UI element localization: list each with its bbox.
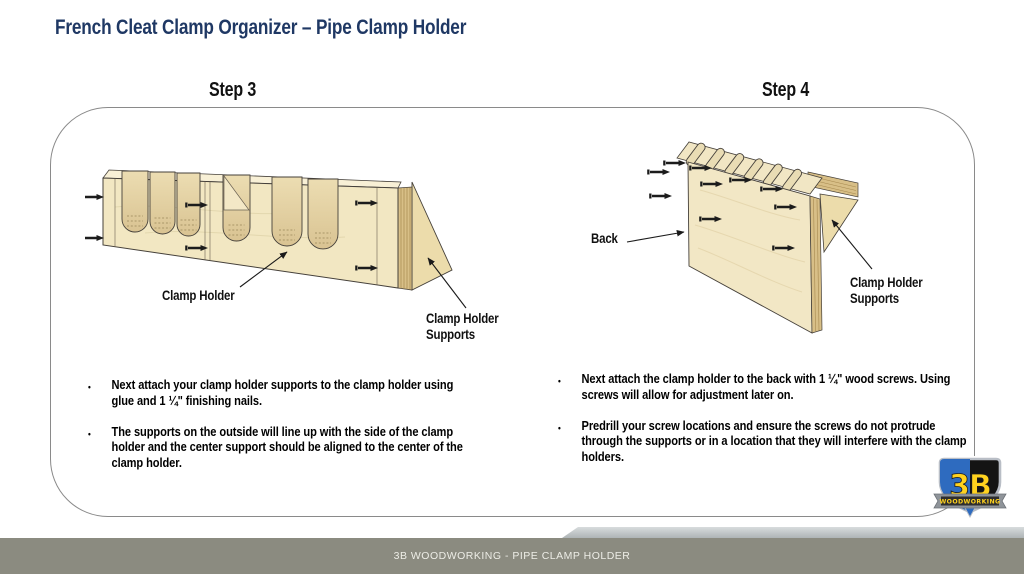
list-item: • Predrill your screw locations and ensu… (558, 418, 967, 465)
label-back: Back (591, 231, 618, 246)
bullet-icon: • (88, 428, 91, 440)
step4-bullet-list: • Next attach the clamp holder to the ba… (558, 371, 967, 480)
page-title: French Cleat Clamp Organizer – Pipe Clam… (55, 16, 467, 39)
bullet-icon: • (88, 382, 91, 393)
label-clamp-holder-supports-left: Clamp Holder Supports (426, 311, 499, 342)
board-end-plywood-edge (397, 186, 413, 291)
list-item: • Next attach your clamp holder supports… (88, 377, 476, 409)
list-item: • Next attach the clamp holder to the ba… (558, 371, 967, 403)
center-support-seen-through-slot (223, 174, 250, 211)
clamp-slots (121, 170, 339, 250)
back-panel-plywood-edge (809, 195, 823, 334)
footer-accent-strip (562, 527, 1024, 538)
bullet-text: The supports on the outside will line up… (111, 423, 463, 471)
bullet-icon: • (558, 422, 561, 434)
label-arrows (239, 251, 467, 309)
step4-heading: Step 4 (762, 79, 810, 101)
brand-logo: 3B WOODWORKING (932, 456, 1012, 528)
footer-text: 3B WOODWORKING - PIPE CLAMP HOLDER (393, 550, 631, 562)
step4-illustration (626, 141, 873, 334)
list-item: • The supports on the outside will line … (88, 424, 476, 471)
logo-banner-text: WOODWORKING (939, 499, 1000, 506)
bullet-text: Next attach your clamp holder supports t… (111, 377, 454, 408)
clamp-holder-top-strip (676, 141, 823, 195)
shield-logo-icon: 3B WOODWORKING (933, 456, 1007, 519)
step3-illustration (85, 169, 467, 309)
label-clamp-holder-supports-right: Clamp Holder Supports (850, 275, 923, 306)
footer-bar: 3B WOODWORKING - PIPE CLAMP HOLDER (0, 538, 1024, 574)
step3-bullet-list: • Next attach your clamp holder supports… (88, 377, 476, 486)
step3-heading: Step 3 (209, 79, 257, 101)
clamp-holder-support-triangle (411, 181, 453, 291)
content-panel (50, 107, 975, 517)
bullet-text: Next attach the clamp holder to the back… (581, 371, 951, 402)
label-arrows (626, 219, 873, 270)
bullet-icon: • (558, 376, 561, 387)
clamp-holder-support-triangle (819, 193, 859, 254)
label-clamp-holder: Clamp Holder (162, 288, 235, 303)
bullet-text: Predrill your screw locations and ensure… (581, 417, 967, 465)
